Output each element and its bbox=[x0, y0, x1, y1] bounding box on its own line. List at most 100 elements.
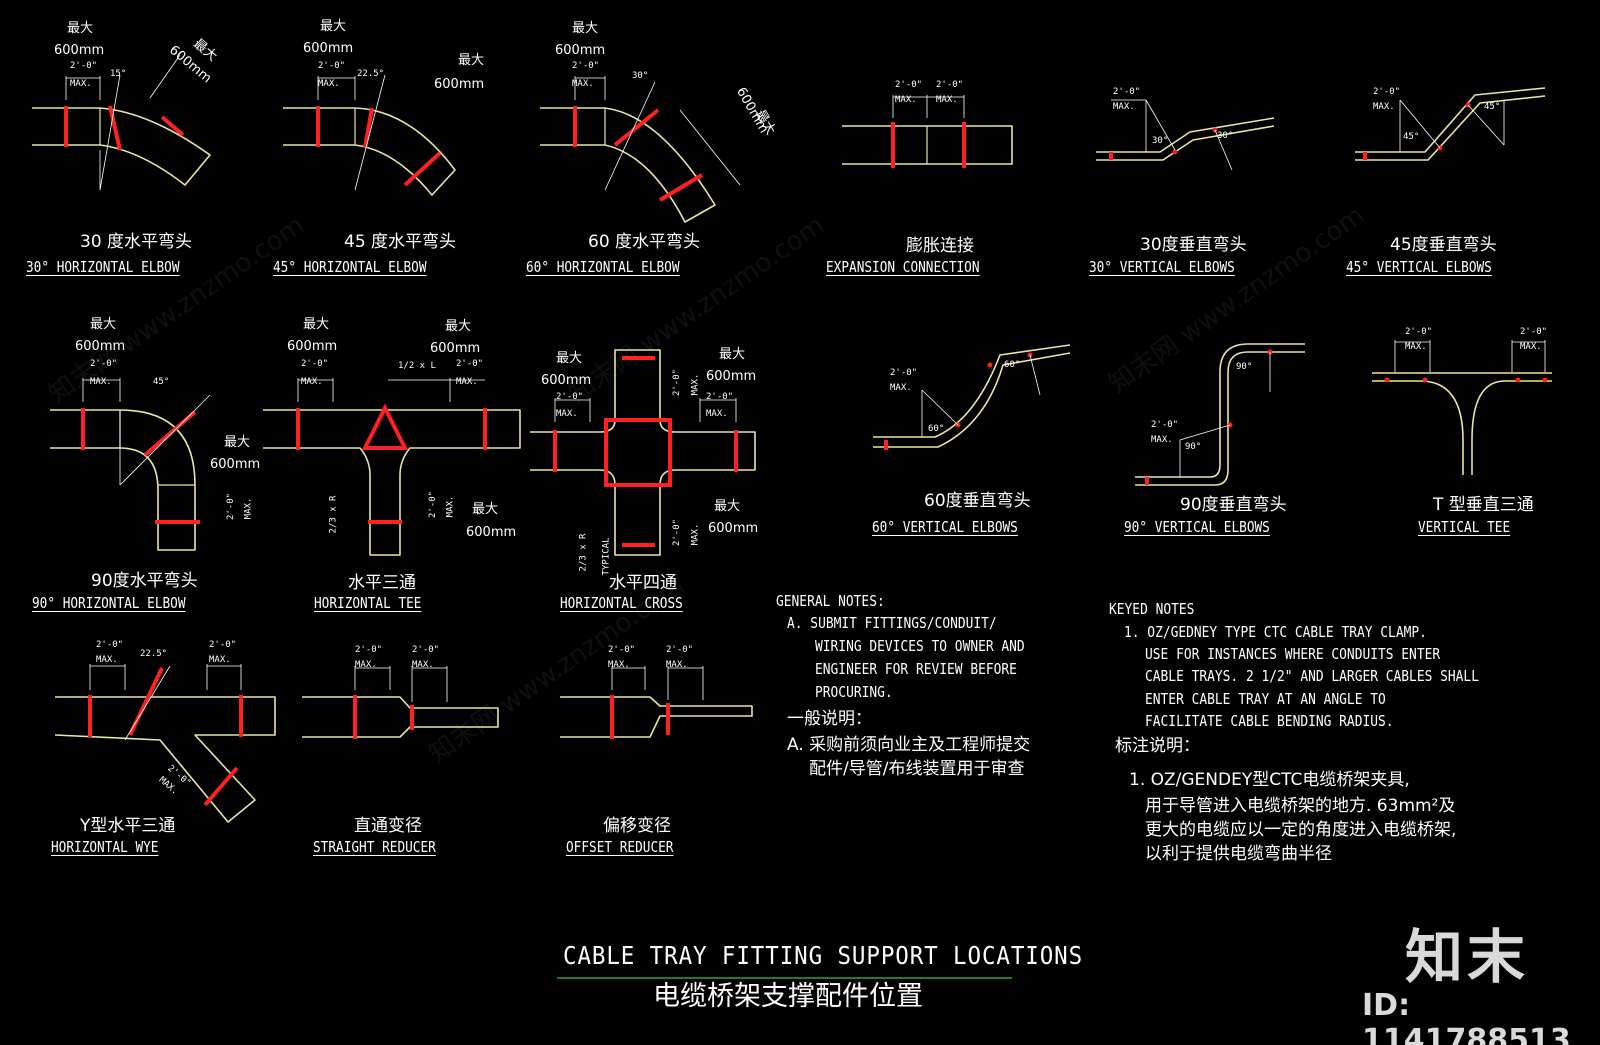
dim-two-ft: 2'-0" bbox=[1520, 327, 1548, 337]
caption-cn: 60度垂直弯头 bbox=[924, 491, 1031, 511]
dim-two-ft: 2'-0" bbox=[428, 490, 439, 519]
support-marker bbox=[613, 108, 660, 147]
dim-max: MAX. bbox=[890, 383, 912, 393]
support-marker bbox=[160, 115, 185, 137]
angle-label: 30° bbox=[1152, 136, 1169, 146]
keyed-note-line: CABLE TRAYS. 2 1/2" AND LARGER CABLES SH… bbox=[1145, 667, 1479, 685]
dim-two-ft: 2'-0" bbox=[412, 645, 440, 655]
watermark-logo: 知末 bbox=[1405, 923, 1530, 991]
caption-en: 90° VERTICAL ELBOWS bbox=[1124, 518, 1270, 536]
tray-outline bbox=[873, 344, 1071, 448]
dimension-600mm: 600mm bbox=[75, 339, 126, 354]
dim-two-ft: 2'-0" bbox=[572, 61, 600, 71]
general-note-line: ENGINEER FOR REVIEW BEFORE bbox=[815, 660, 1017, 678]
dim-max: MAX. bbox=[556, 409, 578, 419]
clamp-point bbox=[1542, 377, 1548, 383]
support-marker bbox=[658, 173, 704, 202]
keyed-notes-cn-heading: 标注说明： bbox=[1115, 736, 1200, 756]
angle-label: 45° bbox=[153, 377, 170, 387]
dim-max: MAX. bbox=[936, 95, 958, 105]
max-label: 最大 bbox=[90, 317, 117, 332]
dim-max: MAX. bbox=[90, 377, 112, 387]
general-notes-cn-heading: 一般说明： bbox=[787, 709, 872, 729]
max-label: 最大 bbox=[458, 53, 485, 68]
caption-en: HORIZONTAL TEE bbox=[314, 594, 422, 612]
dim-two-ft: 2'-0" bbox=[672, 518, 683, 547]
dim-two-ft: 2'-0" bbox=[1113, 87, 1141, 97]
clamp-point bbox=[1515, 377, 1521, 383]
caption-en: EXPANSION CONNECTION bbox=[826, 258, 980, 276]
dim-max: MAX. bbox=[1405, 342, 1427, 352]
caption-cn: 偏移变径 bbox=[603, 816, 671, 836]
dim-two-ft: 2'-0" bbox=[666, 645, 694, 655]
dim-max: MAX. bbox=[666, 660, 688, 670]
caption-cn: 水平四通 bbox=[609, 573, 677, 593]
tray-outline bbox=[1135, 343, 1305, 486]
angle-label: 60° bbox=[1004, 360, 1021, 370]
caption-cn: 30 度水平弯头 bbox=[80, 232, 193, 252]
clamp-point bbox=[987, 362, 993, 368]
dim-max: MAX. bbox=[572, 79, 594, 89]
dim-two-ft: 2'-0" bbox=[936, 80, 964, 90]
dimension-600mm: 600mm bbox=[466, 525, 517, 540]
caption-cn: 90度垂直弯头 bbox=[1180, 495, 1287, 515]
general-notes-heading: GENERAL NOTES: bbox=[776, 592, 885, 610]
keyed-note-cn-line: 更大的电缆应以一定的角度进入电缆桥架, bbox=[1145, 820, 1457, 840]
caption-en: 90° HORIZONTAL ELBOW bbox=[32, 594, 186, 612]
general-note-line: PROCURING. bbox=[815, 683, 893, 701]
angle-label: 90° bbox=[1185, 442, 1202, 452]
dim-two-ft: 2'-0" bbox=[1151, 420, 1179, 430]
tray-outline bbox=[1096, 117, 1275, 161]
max-label: 最大 bbox=[320, 19, 347, 34]
two-third-r-label: 2/3 x R bbox=[578, 533, 589, 572]
dim-two-ft: 2'-0" bbox=[706, 392, 734, 402]
caption-cn: 45 度水平弯头 bbox=[344, 232, 457, 252]
dim-two-ft: 2'-0" bbox=[556, 392, 584, 402]
caption-cn: 90度水平弯头 bbox=[91, 571, 198, 591]
dim-max: MAX. bbox=[209, 655, 231, 665]
dim-two-ft: 2'-0" bbox=[301, 359, 329, 369]
dimension-600mm: 600mm bbox=[434, 77, 485, 92]
caption-en: VERTICAL TEE bbox=[1418, 518, 1511, 536]
caption-en: 45° HORIZONTAL ELBOW bbox=[273, 258, 427, 276]
tray-outline bbox=[283, 107, 456, 196]
general-note-line: WIRING DEVICES TO OWNER AND bbox=[815, 637, 1025, 655]
dim-two-ft: 2'-0" bbox=[355, 645, 383, 655]
tray-outline bbox=[263, 409, 521, 556]
support-marker bbox=[108, 105, 122, 151]
dim-two-ft: 2'-0" bbox=[318, 61, 346, 71]
dim-two-ft: 2'-0" bbox=[209, 640, 237, 650]
dimension-600mm: 600mm bbox=[708, 521, 759, 536]
tray-outline bbox=[530, 349, 756, 556]
dimension-600mm: 600mm bbox=[303, 41, 354, 56]
max-label: 最大 bbox=[556, 351, 583, 366]
typical-label: TYPICAL bbox=[601, 537, 612, 576]
caption-cn: 30度垂直弯头 bbox=[1140, 235, 1247, 255]
caption-cn: T 型垂直三通 bbox=[1433, 495, 1534, 515]
dimension-600mm: 600mm bbox=[287, 339, 338, 354]
caption-cn: 直通变径 bbox=[354, 816, 422, 836]
caption-en: OFFSET REDUCER bbox=[566, 838, 674, 856]
caption-cn: 水平三通 bbox=[348, 573, 416, 593]
tray-outline bbox=[54, 696, 276, 823]
max-label: 最大 bbox=[303, 317, 330, 332]
clamp-point bbox=[1172, 149, 1178, 155]
clamp-point bbox=[1422, 377, 1428, 383]
dim-max: MAX. bbox=[355, 660, 377, 670]
caption-en: HORIZONTAL WYE bbox=[51, 838, 159, 856]
dim-max: MAX. bbox=[243, 497, 254, 520]
max-label: 最大 bbox=[472, 502, 499, 517]
dimension-line bbox=[1179, 424, 1231, 441]
dimension-600mm: 600mm bbox=[430, 341, 481, 356]
support-marker bbox=[128, 667, 164, 736]
max-label: 最大 bbox=[719, 347, 746, 362]
angle-label: 60° bbox=[928, 424, 945, 434]
dim-max: MAX. bbox=[1113, 102, 1135, 112]
dim-max: MAX. bbox=[412, 660, 434, 670]
clamp-point bbox=[1384, 377, 1390, 383]
angle-label: 45° bbox=[1484, 102, 1501, 112]
dim-max: MAX. bbox=[895, 95, 917, 105]
caption-en: 45° VERTICAL ELBOWS bbox=[1346, 258, 1492, 276]
